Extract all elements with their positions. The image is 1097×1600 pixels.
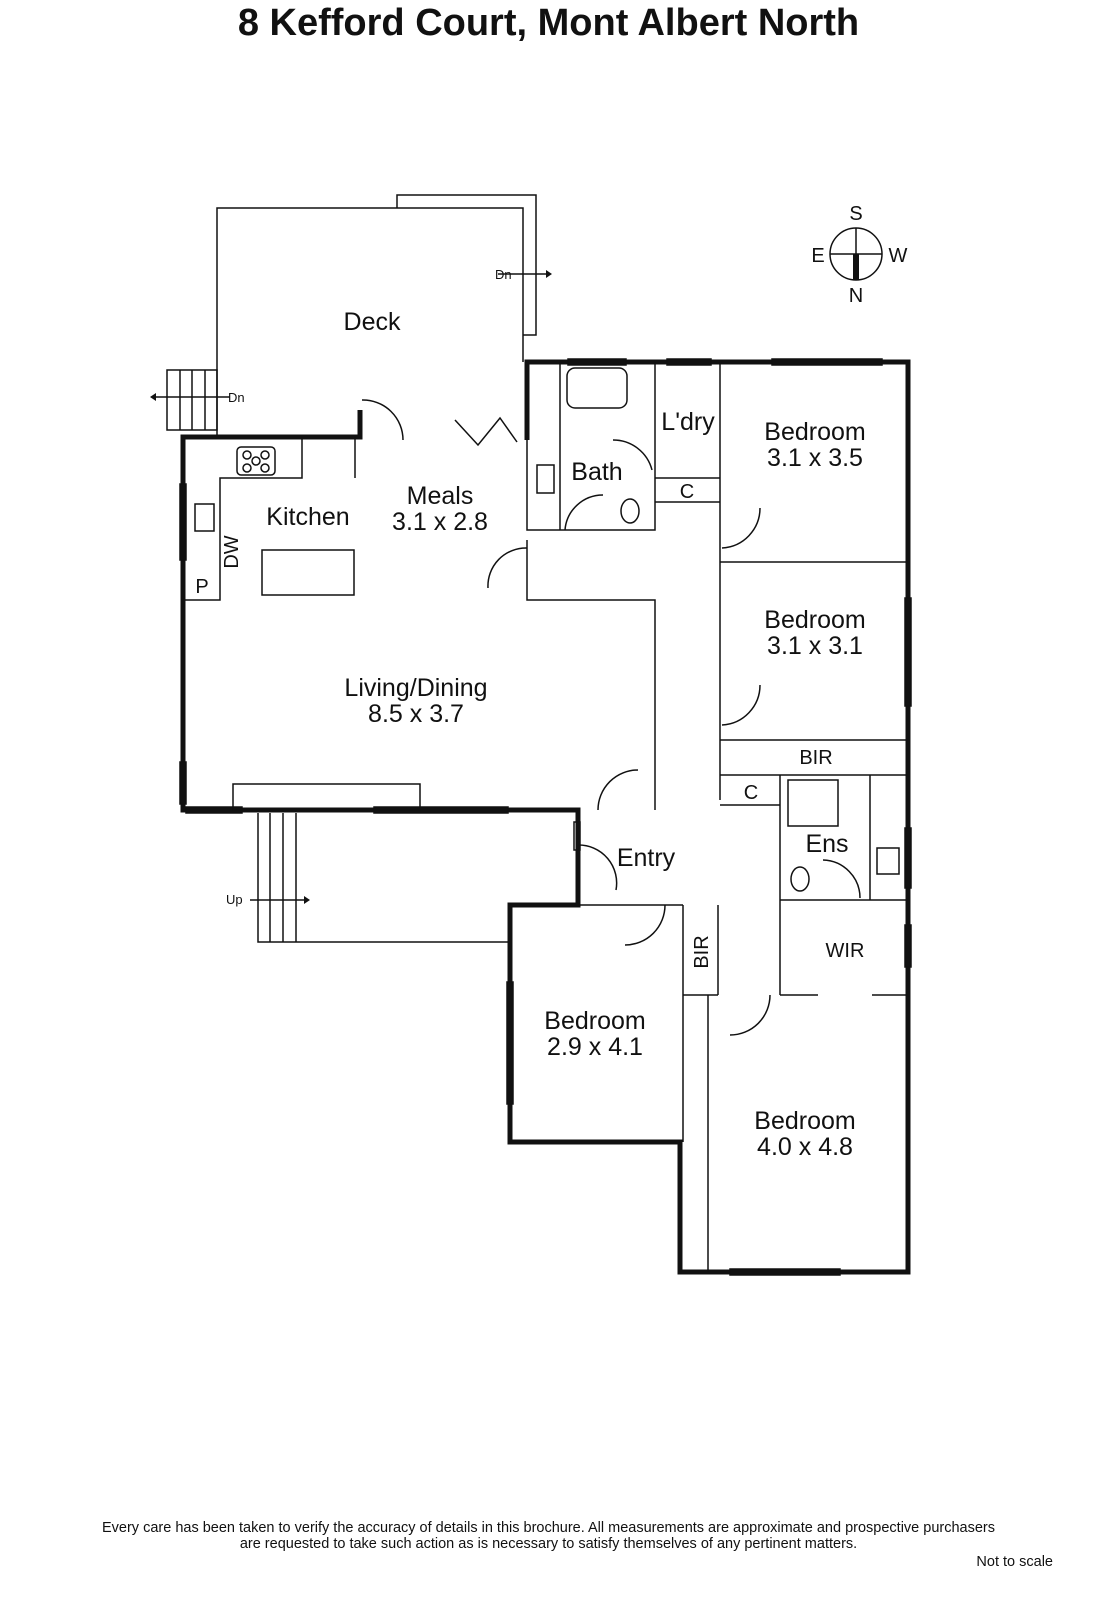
room-labels: Deck Dn Dn Up Kitchen Meals 3.1 x 2.8 DW… (195, 267, 865, 1161)
compass-icon: S E W N (811, 203, 907, 307)
label-entry: Entry (617, 844, 676, 872)
label-bir: BIR (799, 747, 832, 769)
label-meals: Meals (407, 482, 474, 510)
page-title: 8 Kefford Court, Mont Albert North (237, 2, 860, 44)
label-up: Up (226, 892, 243, 907)
label-deck: Deck (344, 308, 401, 336)
label-bath: Bath (571, 458, 622, 486)
label-wir: WIR (826, 940, 865, 962)
label-bedroom-4: Bedroom (754, 1107, 855, 1135)
label-bir: BIR (691, 935, 713, 968)
compass-s: S (849, 203, 862, 225)
label-dn: Dn (495, 267, 512, 282)
label-ensuite: Ens (805, 830, 848, 858)
label-cupboard: C (744, 782, 758, 804)
label-bedroom-1: Bedroom (764, 418, 865, 446)
compass-e: E (811, 245, 824, 267)
label-dn: Dn (228, 390, 245, 405)
disclaimer: Every care has been taken to verify the … (0, 1520, 1097, 1552)
label-living: Living/Dining (344, 674, 487, 702)
label-bedroom-2-dim: 3.1 x 3.1 (767, 632, 863, 660)
label-dw: DW (221, 535, 243, 568)
disclaimer-line-1: Every care has been taken to verify the … (101, 1520, 995, 1536)
label-bedroom-1-dim: 3.1 x 3.5 (767, 444, 863, 472)
label-bedroom-2: Bedroom (764, 606, 865, 634)
compass-w: W (889, 245, 908, 267)
not-to-scale-note: Not to scale (976, 1554, 1053, 1570)
interior-walls (179, 358, 912, 1276)
label-bedroom-3-dim: 2.9 x 4.1 (547, 1033, 643, 1061)
compass-n: N (849, 285, 863, 307)
label-laundry: L'dry (661, 408, 715, 436)
label-pantry: P (195, 576, 208, 598)
label-cupboard: C (680, 481, 694, 503)
label-meals-dim: 3.1 x 2.8 (392, 508, 488, 536)
label-kitchen: Kitchen (266, 503, 349, 531)
label-bedroom-3: Bedroom (544, 1007, 645, 1035)
walls (180, 359, 911, 1275)
label-living-dim: 8.5 x 3.7 (368, 700, 464, 728)
label-bedroom-4-dim: 4.0 x 4.8 (757, 1133, 853, 1161)
disclaimer-line-2: are requested to take such action as is … (239, 1536, 858, 1552)
deck (150, 194, 552, 437)
